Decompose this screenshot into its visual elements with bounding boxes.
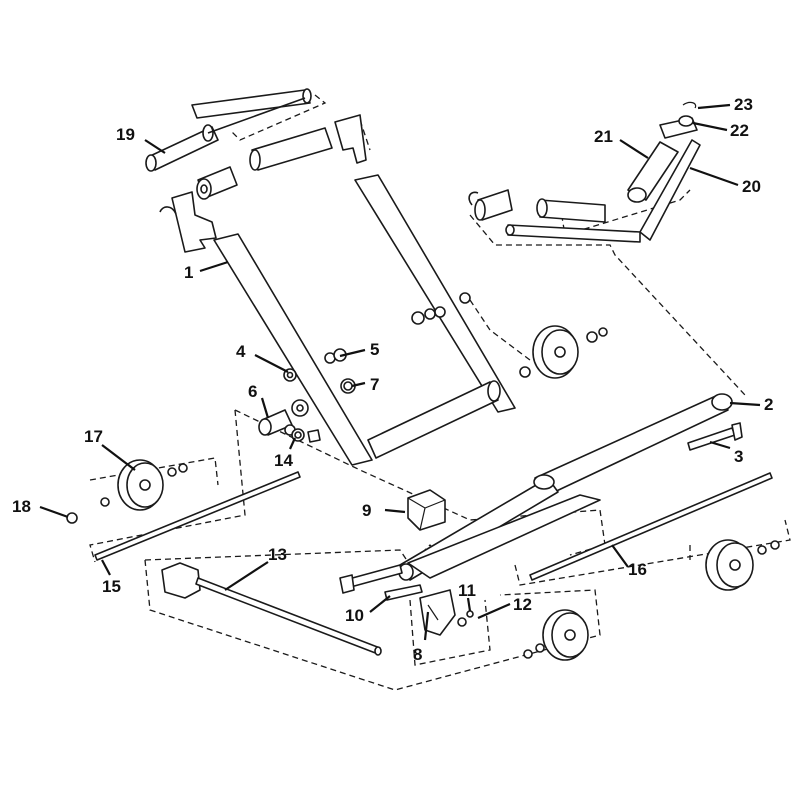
- callout-1: 1: [184, 263, 193, 282]
- callout-18: 18: [12, 497, 31, 516]
- part-3-bolt: [687, 422, 743, 451]
- wheel-bottom: [523, 609, 589, 661]
- callout-10: 10: [345, 606, 364, 625]
- callout-labels: 1 2 3 4 5 6 7 8 9 10 11 12 13 14 15 16 1…: [12, 95, 773, 664]
- callout-8: 8: [413, 645, 422, 664]
- part-1-main-frame: [159, 114, 516, 466]
- callout-15: 15: [102, 577, 121, 596]
- callout-19: 19: [116, 125, 135, 144]
- callout-17: 17: [84, 427, 103, 446]
- part-16-axle: [529, 472, 773, 581]
- callout-12: 12: [513, 595, 532, 614]
- part-2-lower-frame: [398, 393, 733, 581]
- callout-23: 23: [734, 95, 753, 114]
- callout-21: 21: [594, 127, 613, 146]
- callout-4: 4: [236, 342, 246, 361]
- callout-5: 5: [370, 340, 379, 359]
- callout-13: 13: [268, 545, 287, 564]
- wheel-right-16: [705, 539, 780, 591]
- wheel-top-right: [532, 325, 608, 379]
- part-20-21-right-rollers: [468, 101, 701, 243]
- part-15-axle: [94, 471, 301, 561]
- part-19-top-rollers: [145, 88, 333, 200]
- callout-14: 14: [274, 451, 293, 470]
- part-13-handle: [161, 562, 382, 656]
- part-9-block: [407, 489, 446, 531]
- callout-7: 7: [370, 375, 379, 394]
- callout-2: 2: [764, 395, 773, 414]
- callout-9: 9: [362, 501, 371, 520]
- callout-22: 22: [730, 121, 749, 140]
- callout-6: 6: [248, 382, 257, 401]
- callout-16: 16: [628, 560, 647, 579]
- callout-20: 20: [742, 177, 761, 196]
- callout-11: 11: [458, 581, 476, 600]
- part-8-bracket: [339, 564, 474, 636]
- callout-leaders: [39, 103, 761, 641]
- wheel-17: [66, 459, 188, 524]
- callout-3: 3: [734, 447, 743, 466]
